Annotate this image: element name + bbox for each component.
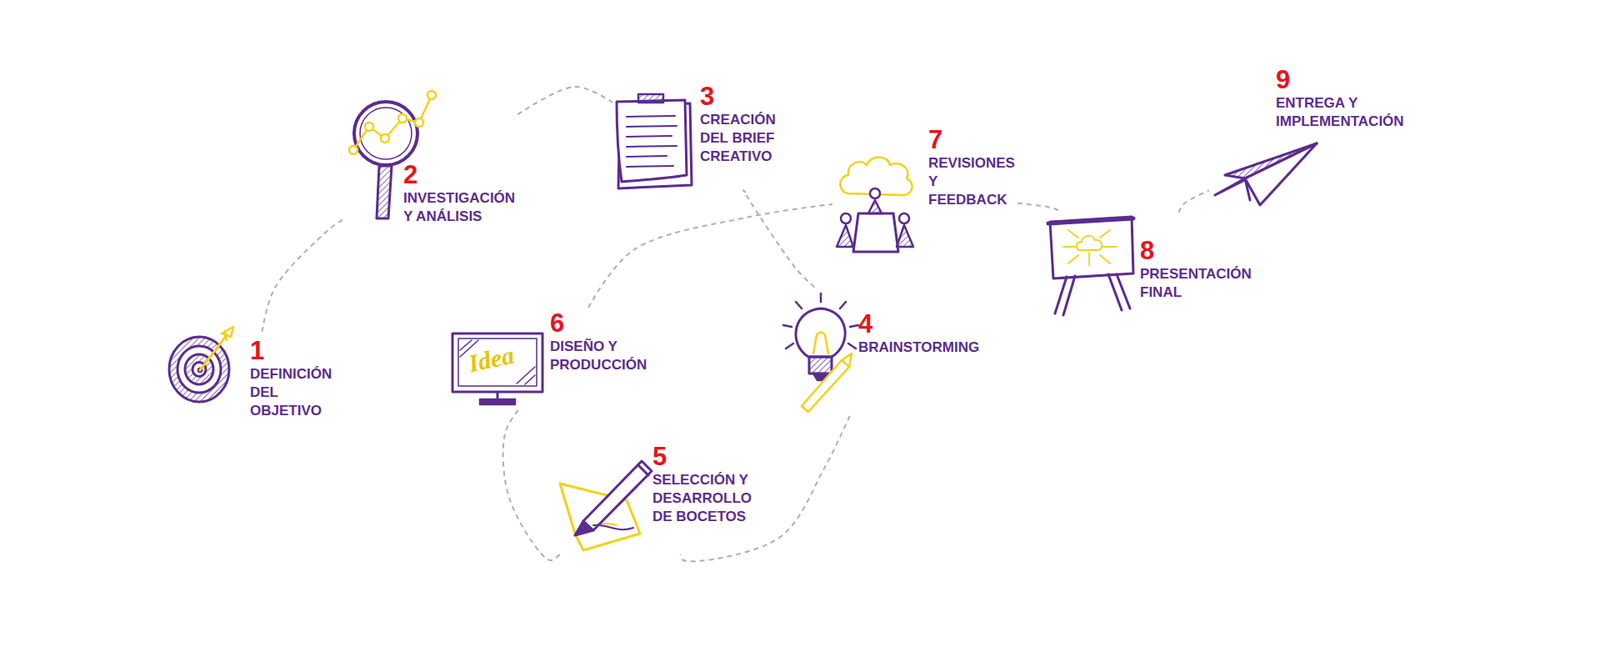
dashed-connector <box>517 86 613 115</box>
process-step: 8PRESENTACIÓN FINAL <box>1045 212 1255 320</box>
step-label: ENTREGA Y IMPLEMENTACIÓN <box>1275 94 1407 131</box>
target-icon <box>169 326 234 402</box>
dashed-connector <box>743 190 817 290</box>
step-number: 7 <box>928 126 1018 155</box>
process-step: 3CREACIÓN DEL BRIEF CREATIVO <box>612 80 779 193</box>
monitor-icon <box>452 333 543 405</box>
step-number: 4 <box>858 310 980 339</box>
step-label: INVESTIGACIÓN Y ANÁLISIS <box>403 189 518 226</box>
step-label: DISEÑO Y PRODUCCIÓN <box>550 337 650 375</box>
step-number: 1 <box>250 337 335 365</box>
step-text: 1DEFINICIÓN DEL OBJETIVO <box>250 337 335 420</box>
brief-icon <box>616 94 692 189</box>
step-number: 5 <box>652 443 755 471</box>
step-text: 3CREACIÓN DEL BRIEF CREATIVO <box>700 83 779 166</box>
process-step: 1DEFINICIÓN DEL OBJETIVO <box>163 331 335 423</box>
paper-plane-icon <box>1215 143 1317 205</box>
step-number: 2 <box>403 161 518 190</box>
dashed-connector <box>1017 203 1061 213</box>
dashed-connector <box>1179 190 1210 213</box>
step-text: 4BRAINSTORMING <box>858 310 980 357</box>
step-label: SELECCIÓN Y DESARROLLO DE BOCETOS <box>652 470 755 526</box>
step-text: 7REVISIONES Y FEEDBACK <box>928 126 1018 210</box>
step-text: 5SELECCIÓN Y DESARROLLO DE BOCETOS <box>652 443 755 526</box>
dashed-connector <box>588 204 833 308</box>
process-step: 4BRAINSTORMING <box>779 289 982 416</box>
meeting-icon <box>836 157 914 252</box>
process-step: 9ENTREGA Y IMPLEMENTACIÓN <box>1209 64 1407 211</box>
step-label: DEFINICIÓN DEL OBJETIVO <box>250 365 335 420</box>
lightbulb-icon <box>783 293 859 412</box>
process-step: 2INVESTIGACIÓN Y ANÁLISIS <box>342 85 518 229</box>
step-label: REVISIONES Y FEEDBACK <box>928 154 1018 210</box>
step-number: 6 <box>550 310 650 338</box>
easel-icon <box>1048 216 1134 315</box>
step-text: 9ENTREGA Y IMPLEMENTACIÓN <box>1275 66 1407 131</box>
step-text: 8PRESENTACIÓN FINAL <box>1140 237 1255 302</box>
step-text: 6DISEÑO Y PRODUCCIÓN <box>550 310 650 375</box>
step-label: CREACIÓN DEL BRIEF CREATIVO <box>700 110 779 166</box>
step-number: 3 <box>700 83 779 111</box>
sketch-icon <box>560 460 652 550</box>
dashed-connector <box>262 220 343 332</box>
process-step: 7REVISIONES Y FEEDBACK <box>832 124 1018 256</box>
step-label: BRAINSTORMING <box>858 338 980 357</box>
step-label: PRESENTACIÓN FINAL <box>1140 265 1255 302</box>
step-number: 8 <box>1140 237 1255 265</box>
dashed-connector <box>503 408 560 560</box>
process-step: 5SELECCIÓN Y DESARROLLO DE BOCETOS <box>552 440 755 555</box>
step-number: 9 <box>1275 66 1407 95</box>
step-text: 2INVESTIGACIÓN Y ANÁLISIS <box>403 161 518 226</box>
dashed-connector <box>680 415 850 561</box>
